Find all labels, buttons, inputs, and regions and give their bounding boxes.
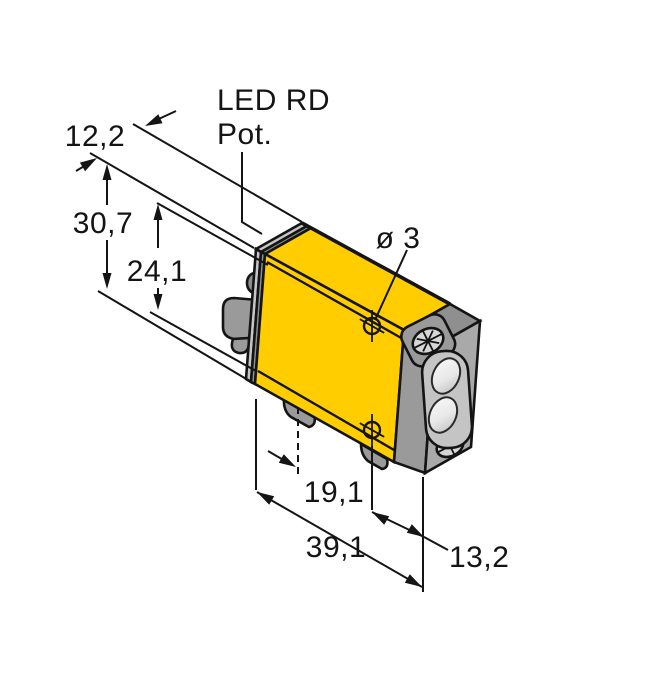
label-hole-diameter: ø 3 [376, 222, 421, 255]
lens-upper [430, 357, 462, 395]
bottom-pocket-right [359, 441, 389, 471]
dimension-overall-length: 39,1 [256, 491, 423, 588]
mounting-hole-upper [359, 310, 385, 342]
dim-label-hole-to-slot: 19,1 [304, 476, 364, 509]
extension-lines-bottom [255, 399, 424, 592]
dimension-overall-height: 30,7 [73, 164, 249, 381]
mounting-hole-lower [359, 414, 385, 446]
dim-label-head-length: 13,2 [449, 541, 509, 574]
dim-label-overall-length: 39,1 [306, 531, 366, 564]
clamp-screw-icon [411, 326, 445, 356]
dimension-head-length: 13,2 [371, 511, 509, 574]
dimension-depth: 12,2 [65, 110, 303, 249]
sensing-head [392, 302, 483, 476]
lens-lower [427, 396, 459, 434]
label-pot: Pot. [217, 118, 272, 151]
callout-led-pot: LED RD Pot. [217, 84, 330, 235]
dimension-hole-to-slot: 19,1 [267, 450, 364, 509]
dimension-housing-height: 24,1 [127, 202, 269, 372]
dim-label-depth: 12,2 [65, 120, 125, 153]
dim-label-overall-height: 30,7 [73, 207, 133, 240]
dim-label-housing-height: 24,1 [127, 255, 187, 288]
callout-hole-diameter: ø 3 [374, 222, 421, 321]
label-led: LED RD [217, 84, 330, 117]
